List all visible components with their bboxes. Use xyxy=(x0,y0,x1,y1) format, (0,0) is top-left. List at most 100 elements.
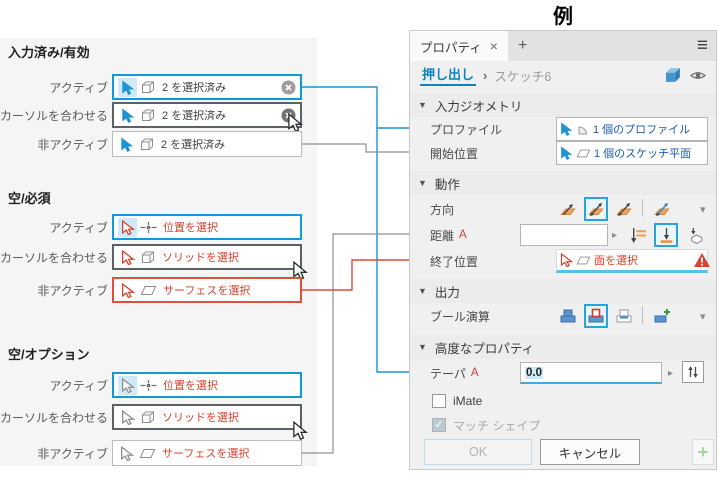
start-selector-field[interactable]: 1 個のスケッチ平面 xyxy=(556,141,708,165)
collapse-arrow-icon: ▼ xyxy=(418,342,427,352)
legend-row: 非アクティブ 2 を選択済み xyxy=(0,131,317,157)
boolean-dropdown-icon[interactable]: ▾ xyxy=(700,311,706,323)
selection-cursor-icon xyxy=(118,408,137,427)
clear-selection-button[interactable] xyxy=(281,80,296,95)
example-title: 例 xyxy=(553,6,573,28)
distance-row: 距離 A ▸ xyxy=(410,222,716,248)
end-prompt: 面を選択 xyxy=(594,255,638,267)
direction-default-button[interactable] xyxy=(556,197,580,221)
breadcrumb-feature-link[interactable]: 押し出し xyxy=(420,64,477,86)
direction-dropdown-icon[interactable]: ▾ xyxy=(700,204,706,216)
selector-field-inactive-filled[interactable]: 2 を選択済み xyxy=(112,131,302,157)
selector-field-inactive-optional[interactable]: サーフェスを選択 xyxy=(112,440,302,466)
boolean-join-button[interactable] xyxy=(556,304,580,328)
boolean-row: ブール演算 ▾ xyxy=(410,303,716,329)
selection-cursor-icon xyxy=(118,248,137,267)
extent-through-all-button[interactable] xyxy=(684,223,708,247)
cancel-button[interactable]: キャンセル xyxy=(540,439,640,465)
state-label: 非アクティブ xyxy=(37,283,108,298)
direction-asymmetric-button[interactable] xyxy=(650,197,674,221)
boolean-new-solid-button[interactable] xyxy=(650,304,674,328)
solid-icon xyxy=(142,251,154,263)
selection-cursor-icon xyxy=(118,77,137,97)
prompt-text: ソリッドを選択 xyxy=(162,412,239,424)
section-output[interactable]: ▼ 出力 xyxy=(410,279,716,303)
distance-input[interactable] xyxy=(520,224,608,246)
prompt-text: 位置を選択 xyxy=(163,380,218,392)
direction-row: 方向 ▾ xyxy=(410,196,716,222)
selector-field-active-optional[interactable]: 位置を選択 xyxy=(112,372,302,398)
mouse-cursor-icon xyxy=(288,113,303,133)
face-icon xyxy=(576,256,591,264)
section-input-geometry[interactable]: ▼ 入力ジオメトリ xyxy=(410,93,716,117)
start-label: 開始位置 xyxy=(430,146,479,161)
distance-expand-icon[interactable]: ▸ xyxy=(612,230,618,241)
prompt-text: ソリッドを選択 xyxy=(162,252,239,264)
selection-cursor-icon xyxy=(118,217,137,237)
selector-field-hover-required[interactable]: ソリッドを選択 xyxy=(112,244,308,281)
end-label: 終了位置 xyxy=(430,254,479,269)
panel-tab-bar: プロパティ × + ≡ xyxy=(410,31,716,61)
boolean-label: ブール演算 xyxy=(430,309,491,324)
selector-field-active-filled[interactable]: 2 を選択済み xyxy=(112,74,302,100)
legend-row: アクティブ 位置を選択 xyxy=(0,214,317,240)
solid-preview-icon xyxy=(666,68,680,82)
profile-icon xyxy=(578,126,588,135)
taper-expand-icon[interactable]: ▸ xyxy=(668,368,674,379)
selection-count-text: 2 を選択済み xyxy=(162,82,227,94)
legend-row: カーソルを合わせる ソリッドを選択 xyxy=(0,244,317,281)
match-shape-row: ✓ マッチ シェイプ xyxy=(410,415,716,435)
legend-row: 非アクティブ サーフェスを選択 xyxy=(0,277,317,303)
selector-field-hover-optional[interactable]: ソリッドを選択 xyxy=(112,404,308,441)
end-selector-field[interactable]: 面を選択 xyxy=(556,249,708,273)
section-behavior[interactable]: ▼ 動作 xyxy=(410,171,716,195)
legend-row: 非アクティブ サーフェスを選択 xyxy=(0,440,317,466)
legend-row: カーソルを合わせる ソリッドを選択 xyxy=(0,404,317,441)
extent-distance-button[interactable] xyxy=(654,223,678,247)
menu-icon[interactable]: ≡ xyxy=(696,35,708,56)
match-shape-checkbox[interactable]: ✓ xyxy=(432,418,446,432)
tab-close-icon[interactable]: × xyxy=(489,38,498,54)
mouse-cursor-icon xyxy=(293,421,308,441)
selector-field-hover-filled[interactable]: 2 を選択済み xyxy=(112,102,303,133)
add-feature-button[interactable]: + xyxy=(692,439,714,465)
divider xyxy=(642,199,643,217)
group-heading-filled-valid: 入力済み/有効 xyxy=(8,45,90,60)
tab-properties[interactable]: プロパティ × xyxy=(410,31,508,61)
ok-button[interactable]: OK xyxy=(424,439,532,465)
breadcrumb-separator: › xyxy=(483,67,488,83)
extent-to-next-button[interactable] xyxy=(626,223,650,247)
start-row: 開始位置 1 個のスケッチ平面 xyxy=(410,140,716,166)
selection-cursor-icon xyxy=(117,135,136,154)
boolean-cut-button[interactable] xyxy=(584,304,608,328)
direction-flipped-button[interactable] xyxy=(584,197,608,221)
divider xyxy=(642,306,643,324)
warning-icon xyxy=(694,253,710,267)
profile-selector-field[interactable]: 1 個のプロファイル xyxy=(556,117,708,141)
selector-field-active-required[interactable]: 位置を選択 xyxy=(112,214,302,240)
imate-row: iMate xyxy=(410,391,716,411)
collapse-arrow-icon: ▼ xyxy=(418,100,427,110)
breadcrumb-current: スケッチ6 xyxy=(494,69,552,84)
section-advanced[interactable]: ▼ 高度なプロパティ xyxy=(410,335,716,359)
flip-direction-button[interactable] xyxy=(682,361,704,383)
direction-symmetric-button[interactable] xyxy=(612,197,636,221)
surface-icon xyxy=(140,285,157,295)
state-label: 非アクティブ xyxy=(37,446,108,461)
visibility-eye-icon[interactable] xyxy=(690,69,706,82)
boolean-intersect-button[interactable] xyxy=(612,304,636,328)
prompt-text: サーフェスを選択 xyxy=(163,285,251,297)
taper-input[interactable]: 0.0 xyxy=(520,362,662,384)
legend-row: カーソルを合わせる 2 を選択済み xyxy=(0,102,317,133)
tab-label: プロパティ xyxy=(420,40,482,55)
imate-checkbox[interactable] xyxy=(432,394,446,408)
properties-panel: プロパティ × + ≡ 押し出し › スケッチ6 ▼ 入力ジオメトリ プロファイ… xyxy=(409,30,717,470)
group-heading-empty-optional: 空/オプション xyxy=(8,347,90,362)
legend-row: アクティブ 2 を選択済み xyxy=(0,74,317,100)
selector-field-inactive-required[interactable]: サーフェスを選択 xyxy=(112,277,302,303)
taper-value: 0.0 xyxy=(525,366,543,379)
solid-icon xyxy=(142,81,154,93)
add-tab-button[interactable]: + xyxy=(517,37,528,54)
state-label: カーソルを合わせる xyxy=(0,250,109,265)
